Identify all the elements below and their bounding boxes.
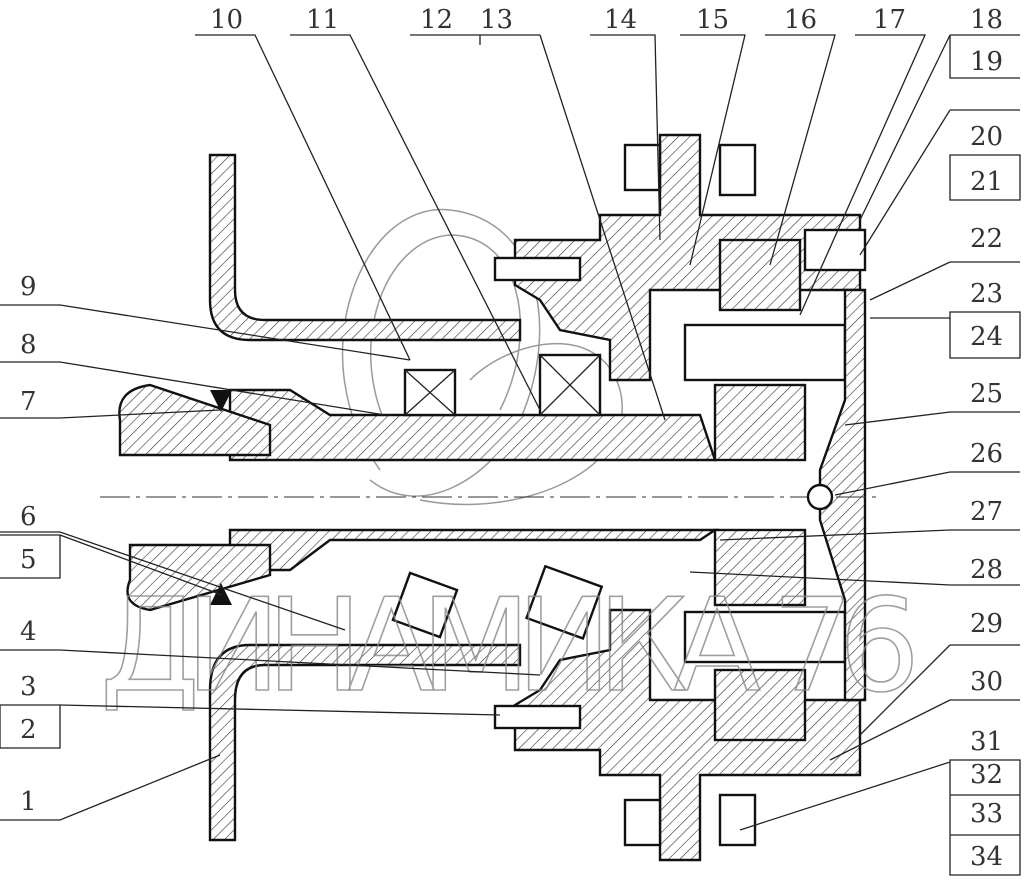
weld-mark-upper: [210, 390, 232, 412]
planet-gear-upper: [718, 238, 802, 312]
callout-28: 28: [970, 555, 1003, 585]
flange-plate: [208, 153, 522, 342]
callout-7: 7: [20, 387, 37, 417]
nut-bottom: [718, 793, 757, 847]
callout-9: 9: [20, 272, 37, 302]
leader-lines: [0, 34, 1021, 876]
callout-33: 33: [970, 799, 1003, 829]
callout-34: 34: [970, 842, 1003, 872]
callout-5: 5: [20, 545, 37, 575]
flange-plate-lower: [208, 643, 522, 842]
shaft-upper: [228, 388, 717, 462]
callout-31: 31: [970, 727, 1003, 757]
callout-32: 32: [970, 760, 1003, 790]
callout-4: 4: [20, 617, 37, 647]
callout-16: 16: [784, 5, 817, 35]
callout-2: 2: [20, 715, 37, 745]
nut-top: [718, 143, 757, 197]
taper-bearing-lower-left: [391, 571, 459, 639]
callout-20: 20: [970, 122, 1003, 152]
callout-29: 29: [970, 609, 1003, 639]
callout-26: 26: [970, 439, 1003, 469]
callout-6: 6: [20, 502, 37, 532]
taper-bearing-lower-right: [525, 564, 604, 640]
callout-21: 21: [970, 167, 1003, 197]
watermark-text: ДИНАМИКА 76: [100, 572, 920, 721]
screw-upper: [493, 256, 582, 282]
callout-17: 17: [873, 5, 906, 35]
end-cover: [818, 288, 867, 702]
callout-30: 30: [970, 667, 1003, 697]
callout-12: 12: [420, 5, 453, 35]
planet-gear-lower: [713, 528, 807, 607]
callout-8: 8: [20, 330, 37, 360]
callout-3: 3: [20, 672, 37, 702]
callout-14: 14: [604, 5, 637, 35]
planet-gear-lower-2: [713, 668, 807, 742]
callout-22: 22: [970, 224, 1003, 254]
axle-stub: [118, 383, 272, 457]
callout-13: 13: [480, 5, 513, 35]
callout-15: 15: [696, 5, 729, 35]
callout-19: 19: [970, 47, 1003, 77]
callout-24: 24: [970, 322, 1003, 352]
planet-pin-upper: [683, 323, 847, 382]
axle-stub-lower: [126, 543, 272, 612]
callout-25: 25: [970, 379, 1003, 409]
callout-11: 11: [306, 5, 339, 35]
drain-plug: [806, 483, 834, 511]
screw-lower: [493, 704, 582, 730]
shaft-lower: [228, 528, 719, 572]
callout-23: 23: [970, 279, 1003, 309]
callout-labels: 10 11 12 13 14 15 16 17 18 19 20 21 22 2…: [20, 5, 1003, 872]
callout-18: 18: [970, 5, 1003, 35]
callout-1: 1: [20, 787, 37, 817]
callout-27: 27: [970, 497, 1003, 527]
callout-10: 10: [210, 5, 243, 35]
planet-gear-upper-2: [713, 383, 807, 462]
bolt-bottom: [623, 798, 662, 847]
bolt-top: [623, 143, 662, 192]
